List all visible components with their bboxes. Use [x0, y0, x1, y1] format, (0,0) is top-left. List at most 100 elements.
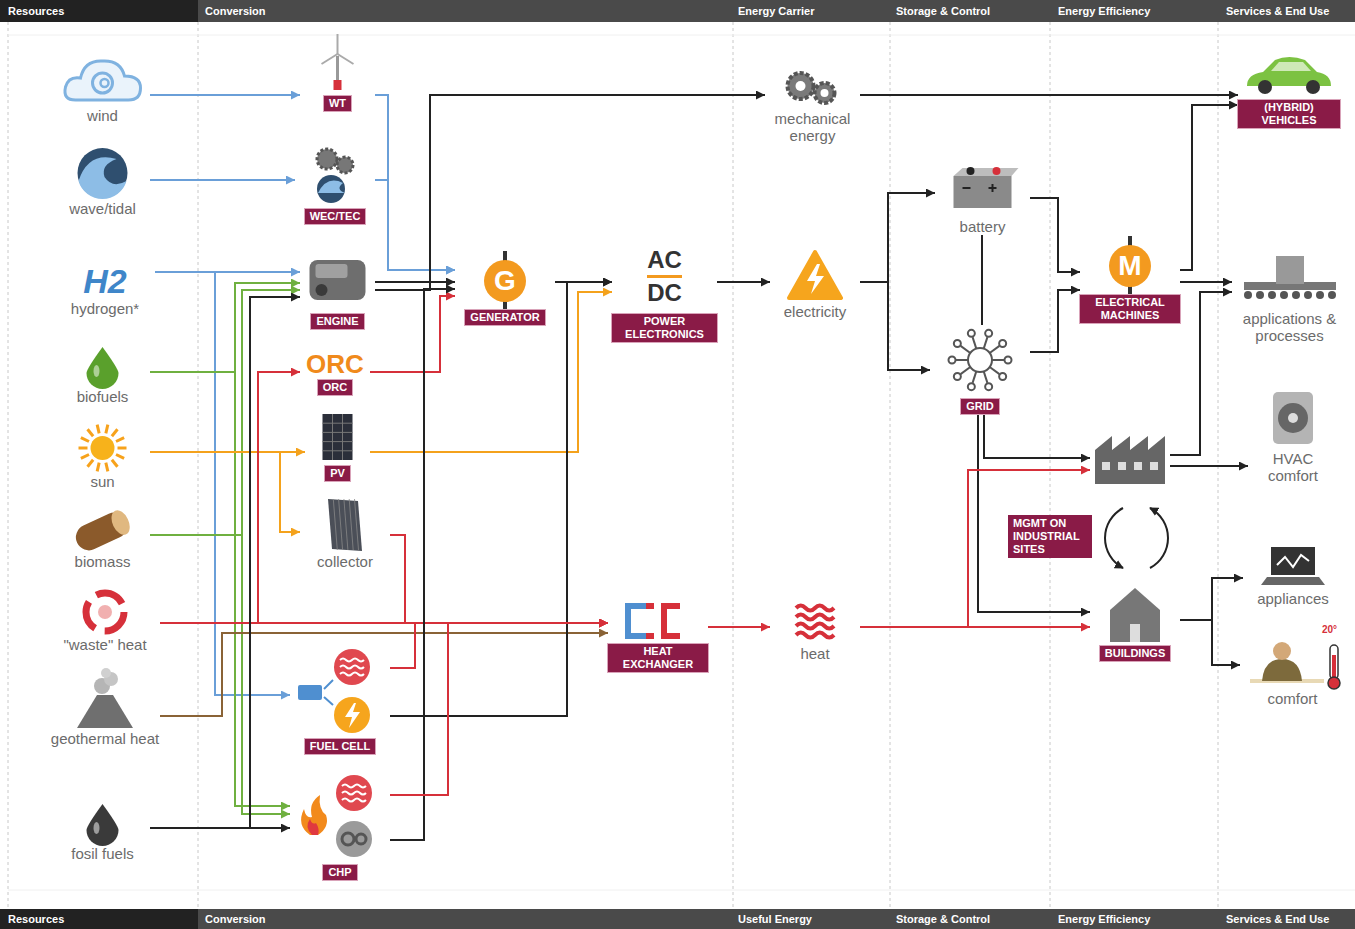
energy-node: heat — [770, 600, 860, 662]
node-caption: HVAC comfort — [1248, 450, 1338, 484]
node-tag: GENERATOR — [465, 310, 544, 325]
column-separators — [8, 22, 1218, 909]
flow-connector — [390, 623, 608, 795]
energy-node: CHP — [290, 773, 390, 880]
chp-icon — [290, 773, 390, 863]
node-caption: hydrogen* — [71, 300, 139, 317]
energy-node: HEAT EXCHANGER — [608, 600, 708, 672]
flow-connector — [370, 292, 612, 452]
node-tag: G — [484, 260, 526, 302]
flow-connector — [150, 94, 300, 96]
person-icon — [1240, 635, 1345, 695]
flow-connector — [155, 272, 290, 695]
node-caption: "waste" heat — [63, 636, 146, 653]
node-tag: FUEL CELL — [305, 739, 375, 754]
node-caption: biofuels — [77, 388, 129, 405]
flow-connector — [370, 296, 455, 372]
flow-connector — [150, 372, 290, 806]
factory-icon — [1090, 418, 1170, 486]
node-tag: GRID — [961, 399, 999, 414]
node-tag: ORC — [306, 350, 364, 378]
flow-connector — [860, 193, 935, 282]
energy-node: sun — [55, 423, 150, 490]
flow-connector — [375, 95, 765, 290]
cycle-arrows — [1105, 508, 1168, 568]
energy-node: HVAC comfort — [1248, 388, 1338, 484]
energy-node: MELECTRICAL MACHINES — [1080, 245, 1180, 323]
node-caption: battery — [960, 218, 1006, 235]
flow-connector — [375, 281, 455, 283]
turbine-icon — [300, 32, 375, 94]
energy-node: MGMT ON INDUSTRIAL SITES — [1090, 418, 1170, 486]
flow-connector — [1030, 290, 1080, 352]
energy-node: electricity — [770, 248, 860, 320]
flow-connector — [390, 289, 455, 840]
column-heading: Useful Energy — [738, 912, 812, 926]
flow-connector — [390, 623, 608, 668]
bolt-icon — [770, 248, 860, 308]
pv-icon — [305, 412, 370, 472]
energy-node: PV — [305, 412, 370, 481]
node-caption: comfort — [1267, 690, 1317, 707]
energy-node: BUILDINGS — [1090, 582, 1180, 661]
energy-node: appliances — [1243, 545, 1343, 607]
node-tag: H2 — [83, 262, 126, 300]
flow-connector — [375, 95, 455, 270]
battery-icon — [935, 160, 1030, 220]
node-tag: PV — [325, 466, 350, 481]
node-caption: sun — [90, 473, 114, 490]
node-tag: ELECTRICAL MACHINES — [1080, 295, 1180, 323]
node-caption: wind — [87, 107, 118, 124]
flow-connector — [1180, 578, 1243, 620]
node-caption: fosil fuels — [71, 845, 134, 862]
flow-connector — [1180, 105, 1238, 270]
energy-node: battery — [935, 160, 1030, 235]
faint-grid — [8, 35, 1355, 890]
flow-connector — [375, 180, 455, 270]
volcano-icon — [50, 668, 160, 730]
flow-connector — [1030, 198, 1080, 272]
energy-node: FUEL CELL — [290, 645, 390, 754]
wec-icon — [295, 145, 375, 207]
flow-connector — [860, 282, 930, 370]
column-heading: Conversion — [205, 912, 266, 926]
flow-connector — [150, 452, 300, 532]
node-tag: ORC — [318, 380, 352, 395]
energy-node: G GENERATOR — [455, 260, 555, 325]
flow-connector — [860, 94, 1238, 96]
node-caption: appliances — [1257, 590, 1329, 607]
column-heading: Services & End Use — [1226, 912, 1329, 926]
column-heading: Storage & Control — [896, 4, 990, 18]
flow-connector — [150, 179, 295, 181]
energy-node: ENGINE — [300, 250, 375, 329]
column-heading: Resources — [8, 912, 64, 926]
node-tag: WT — [324, 96, 351, 111]
flow-connector — [978, 414, 1090, 612]
header-band — [0, 0, 198, 22]
column-heading: Energy Efficiency — [1058, 912, 1150, 926]
node-caption: applications & processes — [1232, 310, 1347, 344]
flow-connector — [150, 535, 290, 814]
flow-connector — [150, 290, 300, 535]
flow-connector — [981, 235, 983, 325]
node-caption: electricity — [784, 303, 847, 320]
flow-connector — [555, 281, 612, 283]
energy-node: comfort — [1240, 635, 1345, 707]
flow-connector — [708, 626, 770, 628]
node-caption: wave/tidal — [69, 200, 136, 217]
energy-node: ORC ORC — [300, 350, 370, 395]
energy-node: applications & processes — [1232, 250, 1347, 344]
column-heading: Storage & Control — [896, 912, 990, 926]
energy-node: wind — [55, 52, 150, 124]
fuelcell-icon — [290, 645, 390, 737]
column-heading: Energy Carrier — [738, 4, 814, 18]
flow-connector — [1170, 465, 1248, 467]
node-caption: biomass — [75, 553, 131, 570]
column-heading: Conversion — [205, 4, 266, 18]
temperature-label: 20° — [1322, 624, 1337, 636]
column-heading: Services & End Use — [1226, 4, 1329, 18]
energy-node: biomass — [55, 505, 150, 570]
flow-connector — [984, 414, 1090, 458]
node-tag: WEC/TEC — [305, 209, 366, 224]
flow-connector — [1180, 620, 1240, 665]
